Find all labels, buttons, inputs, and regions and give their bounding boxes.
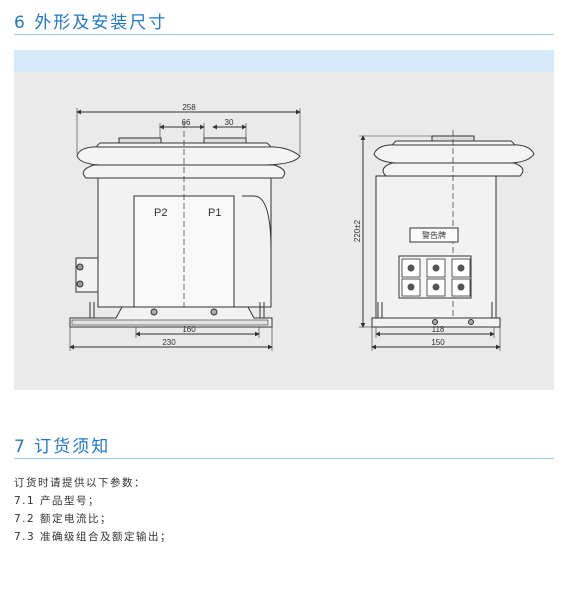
dim-66: 66 — [182, 118, 191, 127]
side-bolt-right — [491, 302, 497, 318]
warning-plate-label: 警告牌 — [422, 230, 446, 240]
figure-header-band — [14, 50, 554, 72]
label-p2: P2 — [154, 207, 167, 219]
dim-150: 150 — [431, 338, 445, 347]
section-7-divider — [14, 458, 554, 459]
side-bolt-left — [377, 302, 383, 318]
order-item-current-ratio: 7.2 额定电流比； — [14, 513, 113, 525]
section-6-heading: 6 外形及安装尺寸 — [14, 13, 168, 33]
order-item-accuracy-output: 7.3 准确级组合及额定输出； — [14, 531, 173, 543]
front-view — [69, 108, 301, 351]
label-p1: P1 — [208, 207, 221, 219]
order-item-model: 7.1 产品型号； — [14, 495, 101, 507]
dim-230: 230 — [162, 338, 176, 347]
front-rounded-edge — [242, 195, 272, 307]
side-view — [359, 130, 535, 351]
dim-30: 30 — [225, 118, 234, 127]
front-shed-1 — [76, 146, 301, 166]
side-shed-1 — [373, 144, 535, 164]
warning-plate — [409, 227, 459, 243]
section-6-divider — [14, 34, 554, 35]
dim-220: 220±2 — [353, 219, 362, 242]
front-terminal-p1 — [203, 137, 247, 144]
dim-258: 258 — [182, 103, 196, 112]
dimension-figure-panel: 258 66 30 P2 P1 160 230 — [14, 50, 554, 390]
order-intro-text: 订货时请提供以下参数： — [14, 477, 146, 489]
front-bolt-right — [259, 302, 265, 318]
outline-dimension-drawing: 258 66 30 P2 P1 160 230 — [69, 103, 535, 351]
section-7-heading: 7 订货须知 — [14, 437, 111, 457]
dim-160: 160 — [182, 325, 196, 334]
front-bolt-left — [89, 302, 95, 318]
front-terminal-p2 — [118, 137, 162, 144]
dim-118: 118 — [432, 325, 445, 334]
